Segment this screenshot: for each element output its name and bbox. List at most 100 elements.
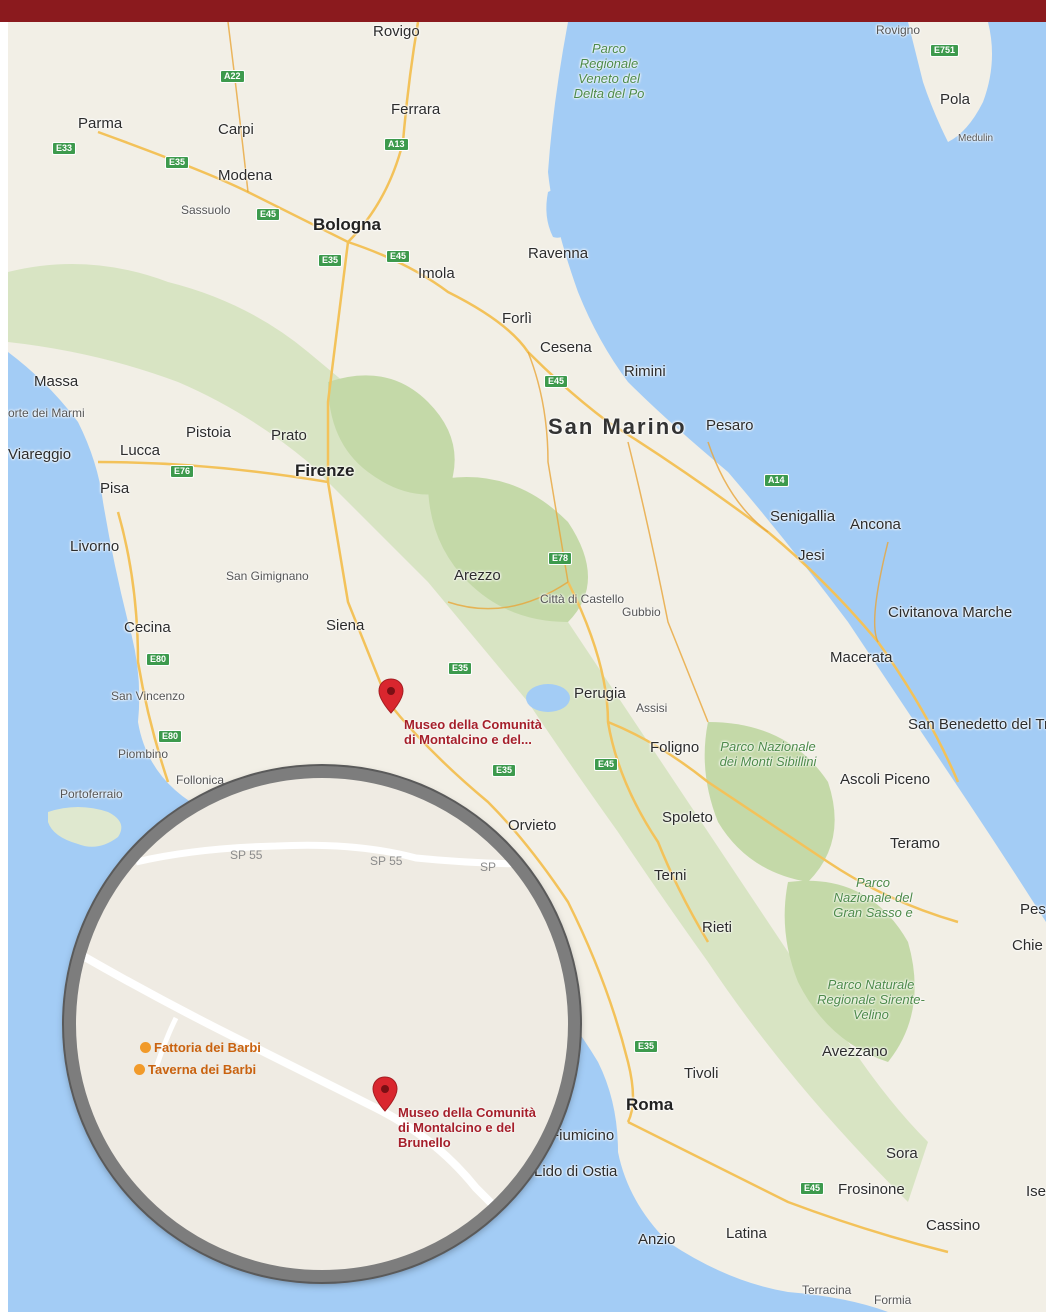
city-label-imola: Imola <box>418 265 455 282</box>
museum-marker-label[interactable]: Museo della Comunità di Montalcino e del… <box>404 717 542 748</box>
city-label-pisa: Pisa <box>100 480 130 497</box>
city-label-sora: Sora <box>886 1145 918 1162</box>
road-shield-e35-bologna: E35 <box>318 254 343 267</box>
poi-fattoria-label: Fattoria dei Barbi <box>154 1040 261 1055</box>
road-label-sp55-3: SP <box>480 860 497 874</box>
city-label-cesena: Cesena <box>540 339 592 356</box>
road-shield-e35-roma: E35 <box>634 1040 659 1053</box>
road-shield-e751: E751 <box>930 44 960 57</box>
city-label-cassino: Cassino <box>926 1217 981 1234</box>
city-label-ravenna: Ravenna <box>528 245 589 262</box>
city-label-fiumicino: Fiumicino <box>550 1127 615 1144</box>
road-shield-e80-south: E80 <box>158 730 183 743</box>
city-label-san-vincenzo: San Vincenzo <box>111 689 185 703</box>
forest-patch-1 <box>328 375 455 495</box>
park-label-gran-sasso: Parco Nazionale del Gran Sasso e <box>833 875 913 920</box>
city-label-jesi: Jesi <box>798 547 825 564</box>
city-label-viareggio: Viareggio <box>8 446 72 463</box>
city-label-forte-dei-marmi: orte dei Marmi <box>8 406 85 420</box>
road-shield-e45-umbria: E45 <box>594 758 619 771</box>
city-label-latina: Latina <box>726 1225 767 1242</box>
city-label-lido-di-ostia: Lido di Ostia <box>534 1163 618 1180</box>
inset-museum-label-line2: di Montalcino e del <box>398 1119 516 1135</box>
secondary-roads <box>227 22 889 723</box>
city-label-rovigno: Rovigno <box>876 23 921 37</box>
city-label-pescara: Pes <box>1020 901 1046 918</box>
state-label-san-marino: San Marino <box>548 414 687 439</box>
road-shield-e35-north: E35 <box>165 156 190 169</box>
inset-museum-label[interactable]: Museo della Comunità di Montalcino e del… <box>398 1105 536 1151</box>
city-label-teramo: Teramo <box>890 835 941 852</box>
city-label-follonica: Follonica <box>176 773 225 787</box>
city-label-modena: Modena <box>218 167 273 184</box>
adriatic-sea <box>548 22 1046 922</box>
city-label-san-benedetto: San Benedetto del Tronto <box>908 716 1046 733</box>
city-label-roma: Roma <box>626 1095 674 1114</box>
forest-patch-3 <box>704 722 835 882</box>
city-label-siena: Siena <box>326 617 365 634</box>
city-label-terni: Terni <box>654 867 687 884</box>
road-shield-a22: A22 <box>220 70 245 83</box>
city-label-frosinone: Frosinone <box>838 1181 905 1198</box>
city-label-firenze: Firenze <box>295 461 355 480</box>
road-shield-e33: E33 <box>52 142 77 155</box>
road-shield-a13: A13 <box>384 138 409 151</box>
city-label-san-gimignano: San Gimignano <box>226 569 309 583</box>
zoom-inset-basemap <box>76 841 549 1261</box>
city-label-perugia: Perugia <box>574 685 626 702</box>
zoom-inset[interactable]: SP 55 SP 55 SP Fattoria dei Barbi Tavern… <box>64 766 580 1282</box>
museum-marker-label-line1: Museo della Comunità <box>404 717 542 732</box>
road-shield-e45-bologna: E45 <box>386 250 411 263</box>
restaurant-icon <box>140 1042 151 1053</box>
road-shield-e35-siena: E35 <box>448 662 473 675</box>
city-label-pesaro: Pesaro <box>706 417 754 434</box>
city-label-tivoli: Tivoli <box>684 1065 719 1082</box>
lake-trasimeno <box>526 684 570 712</box>
road-label-sp55-1: SP 55 <box>230 848 263 862</box>
header-bar <box>0 0 1046 22</box>
city-label-rieti: Rieti <box>702 919 733 936</box>
city-label-arezzo: Arezzo <box>454 567 501 584</box>
location-pin-icon[interactable] <box>378 678 404 714</box>
apennine-terrain <box>8 264 928 1202</box>
city-label-avezzano: Avezzano <box>822 1043 888 1060</box>
elba <box>48 807 122 847</box>
city-label-anzio: Anzio <box>638 1231 676 1248</box>
city-label-sassuolo: Sassuolo <box>181 203 231 217</box>
city-label-spoleto: Spoleto <box>662 809 713 826</box>
city-label-pistoia: Pistoia <box>186 424 232 441</box>
road-shield-a14: A14 <box>764 474 789 487</box>
city-label-foligno: Foligno <box>650 739 700 756</box>
park-label-sirente-velino: Parco Naturale Regionale Sirente-Velino <box>817 977 925 1022</box>
city-label-ascoli-piceno: Ascoli Piceno <box>840 771 931 788</box>
road-shield-e80-north: E80 <box>146 653 171 666</box>
city-label-prato: Prato <box>271 427 307 444</box>
forest-patch-4 <box>784 880 915 1062</box>
poi-taverna-dei-barbi[interactable]: Taverna dei Barbi <box>134 1062 256 1077</box>
city-label-rimini: Rimini <box>624 363 666 380</box>
inset-location-pin-icon[interactable] <box>372 1076 398 1112</box>
city-label-livorno: Livorno <box>70 538 120 555</box>
park-label-po-delta: Parco Regionale Veneto del Delta del Po <box>573 41 645 101</box>
city-label-chieti: Chie <box>1012 937 1043 954</box>
forest-patch-2 <box>428 477 588 622</box>
city-label-piombino: Piombino <box>118 747 169 761</box>
road-shield-e45-cesena: E45 <box>544 375 569 388</box>
museum-marker-label-line2: di Montalcino e del... <box>404 731 532 747</box>
city-label-massa: Massa <box>34 373 79 390</box>
poi-fattoria-dei-barbi[interactable]: Fattoria dei Barbi <box>140 1040 261 1055</box>
city-label-gubbio: Gubbio <box>622 605 661 619</box>
road-shield-e45-frosinone: E45 <box>800 1182 825 1195</box>
road-shield-e76: E76 <box>170 465 195 478</box>
city-label-rovigo: Rovigo <box>373 23 420 40</box>
city-label-parma: Parma <box>78 115 123 132</box>
inset-museum-label-line1: Museo della Comunità <box>398 1105 536 1120</box>
city-label-medulin: Medulin <box>958 133 994 144</box>
city-label-portoferraio: Portoferraio <box>60 787 123 801</box>
istria <box>908 22 992 142</box>
road-shield-e35-orvieto: E35 <box>492 764 517 777</box>
road-label-sp55-2: SP 55 <box>370 854 403 868</box>
city-label-ancona: Ancona <box>850 516 901 533</box>
city-label-civitanova-marche: Civitanova Marche <box>888 604 1013 621</box>
road-shield-e45-modena: E45 <box>256 208 281 221</box>
